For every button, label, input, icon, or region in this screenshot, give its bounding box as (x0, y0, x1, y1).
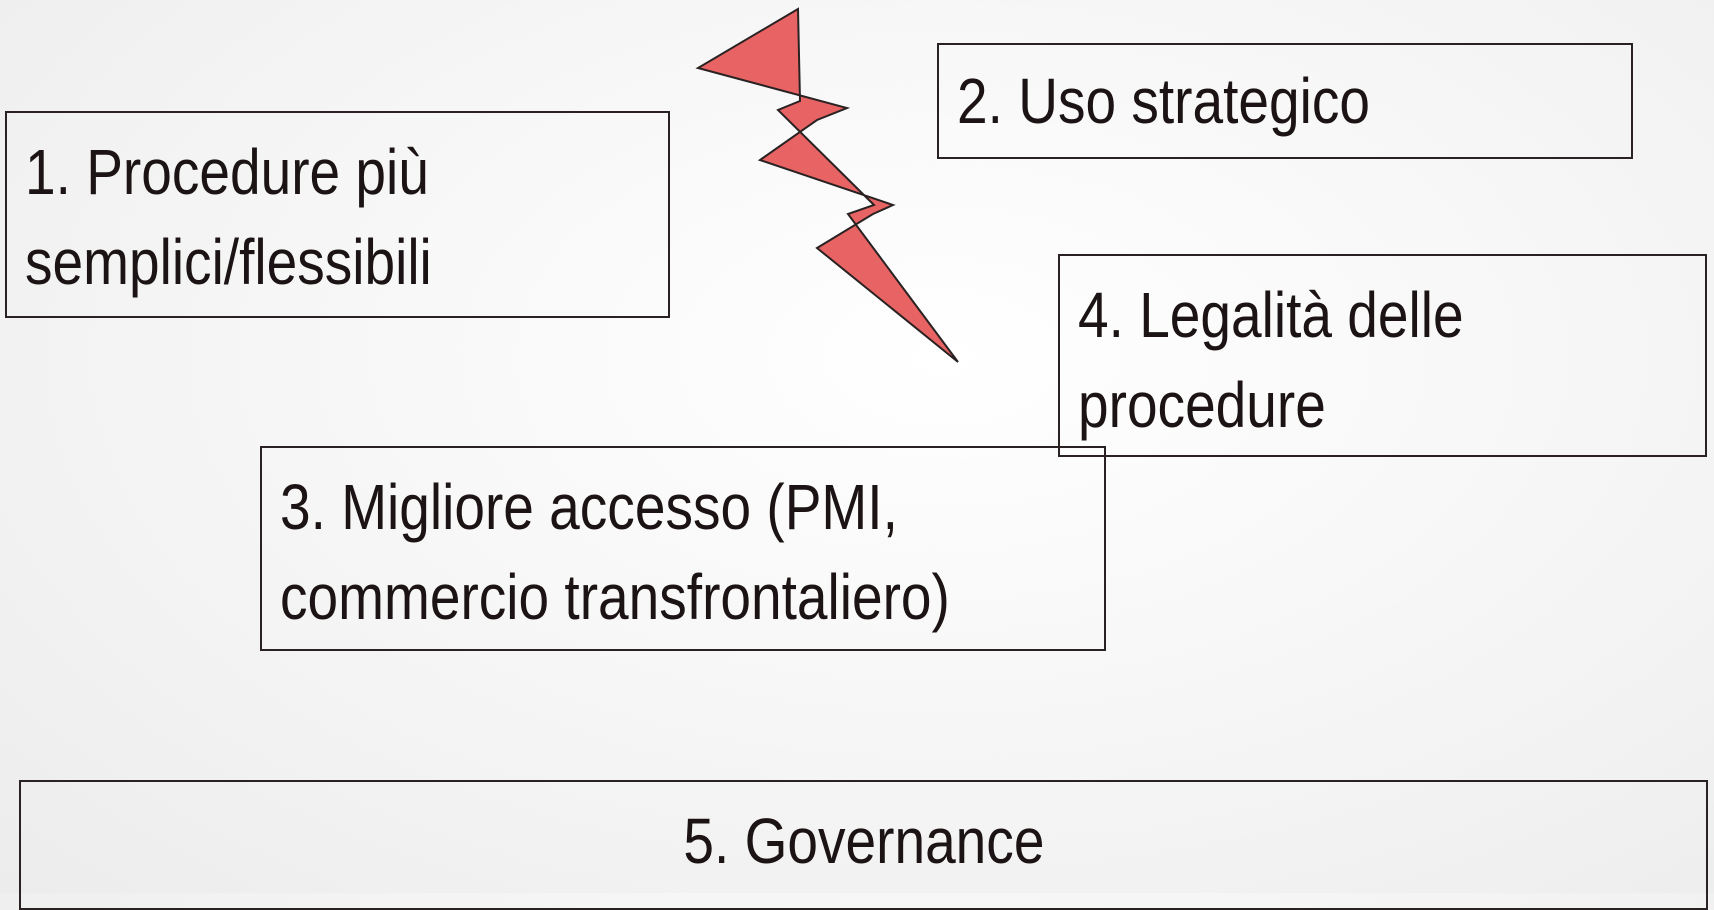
box-migliore-accesso (260, 446, 1106, 651)
text-line: 2. Uso strategico (957, 65, 1370, 137)
text-line: 4. Legalità delle (1078, 279, 1464, 351)
box-procedure-semplici (5, 111, 670, 318)
text-line: 3. Migliore accesso (PMI, (280, 471, 898, 543)
box-migliore-accesso-text: 3. Migliore accesso (PMI, commercio tran… (280, 462, 950, 642)
box-procedure-semplici-text: 1. Procedure più semplici/flessibili (25, 127, 432, 307)
text-line: commercio transfrontaliero) (280, 561, 950, 633)
box-uso-strategico-text: 2. Uso strategico (957, 56, 1370, 146)
box-legalita-procedure-text: 4. Legalità delle procedure (1078, 270, 1464, 450)
lightning-bolt-shape (695, 7, 959, 363)
box-legalita-procedure (1058, 254, 1707, 457)
box-uso-strategico (937, 43, 1633, 159)
text-line: semplici/flessibili (25, 226, 432, 298)
text-line: procedure (1078, 369, 1326, 441)
text-line: 5. Governance (682, 805, 1045, 877)
box-governance-text: 5. Governance (19, 796, 1708, 886)
text-line: 1. Procedure più (25, 136, 429, 208)
